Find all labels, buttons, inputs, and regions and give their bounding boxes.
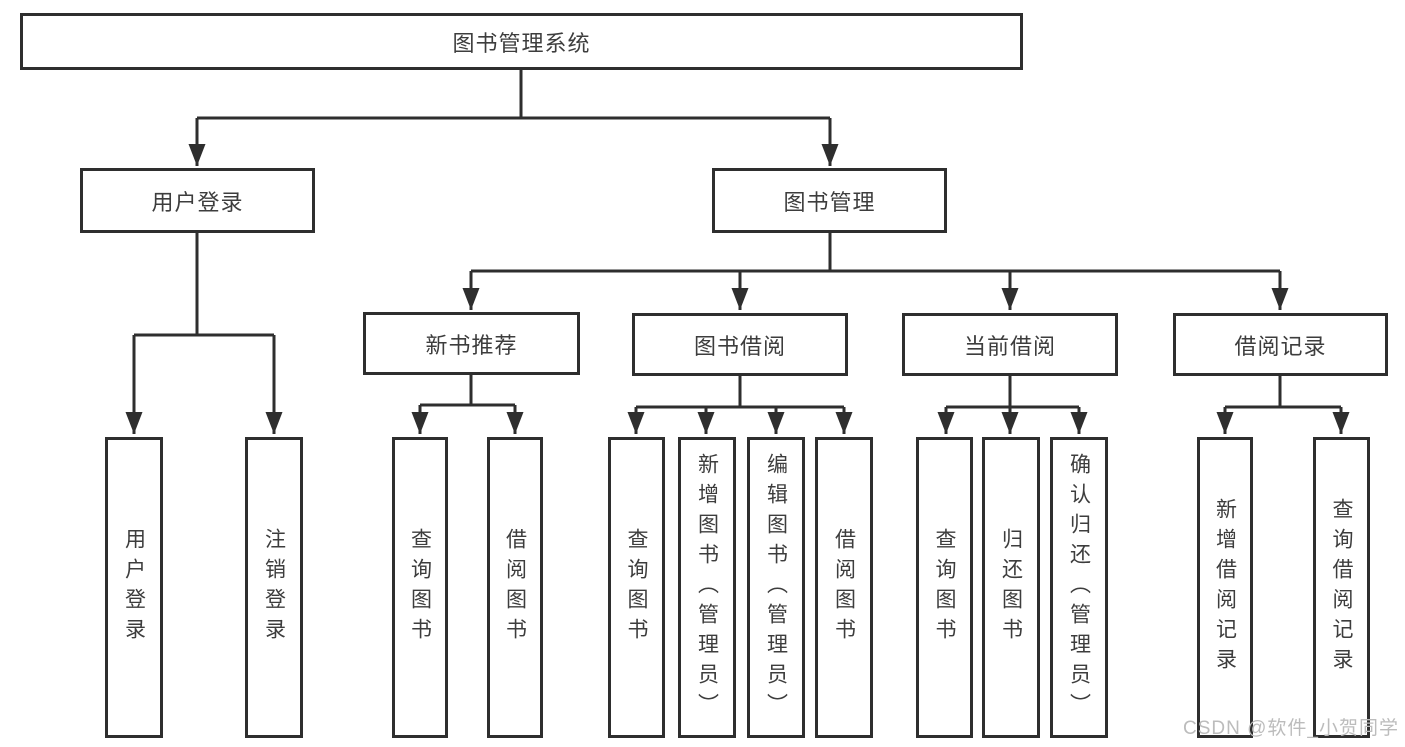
node-new-book-recommendation: 新书推荐 — [363, 312, 580, 375]
leaf-add-books-admin: 新增图书（管理员） — [678, 437, 736, 738]
leaf-query-books-current: 查询图书 — [916, 437, 973, 738]
node-current-borrowing: 当前借阅 — [902, 313, 1118, 376]
node-book-management-branch: 图书管理 — [712, 168, 947, 233]
leaf-user-login: 用户登录 — [105, 437, 163, 738]
leaf-confirm-return-admin: 确认归还（管理员） — [1050, 437, 1108, 738]
leaf-logout: 注销登录 — [245, 437, 303, 738]
leaf-return-books: 归还图书 — [982, 437, 1040, 738]
node-library-management-system: 图书管理系统 — [20, 13, 1023, 70]
leaf-query-borrow-record: 查询借阅记录 — [1313, 437, 1370, 738]
node-book-borrowing: 图书借阅 — [632, 313, 848, 376]
leaf-borrow-books-recommend: 借阅图书 — [487, 437, 543, 738]
leaf-query-books-borrow: 查询图书 — [608, 437, 665, 738]
leaf-query-books-recommend: 查询图书 — [392, 437, 448, 738]
leaf-borrow-books: 借阅图书 — [815, 437, 873, 738]
node-borrowing-records: 借阅记录 — [1173, 313, 1388, 376]
leaf-add-borrow-record: 新增借阅记录 — [1197, 437, 1253, 738]
node-user-login-branch: 用户登录 — [80, 168, 315, 233]
leaf-edit-books-admin: 编辑图书（管理员） — [747, 437, 805, 738]
watermark: CSDN @软件_小贺同学 — [1183, 718, 1399, 739]
